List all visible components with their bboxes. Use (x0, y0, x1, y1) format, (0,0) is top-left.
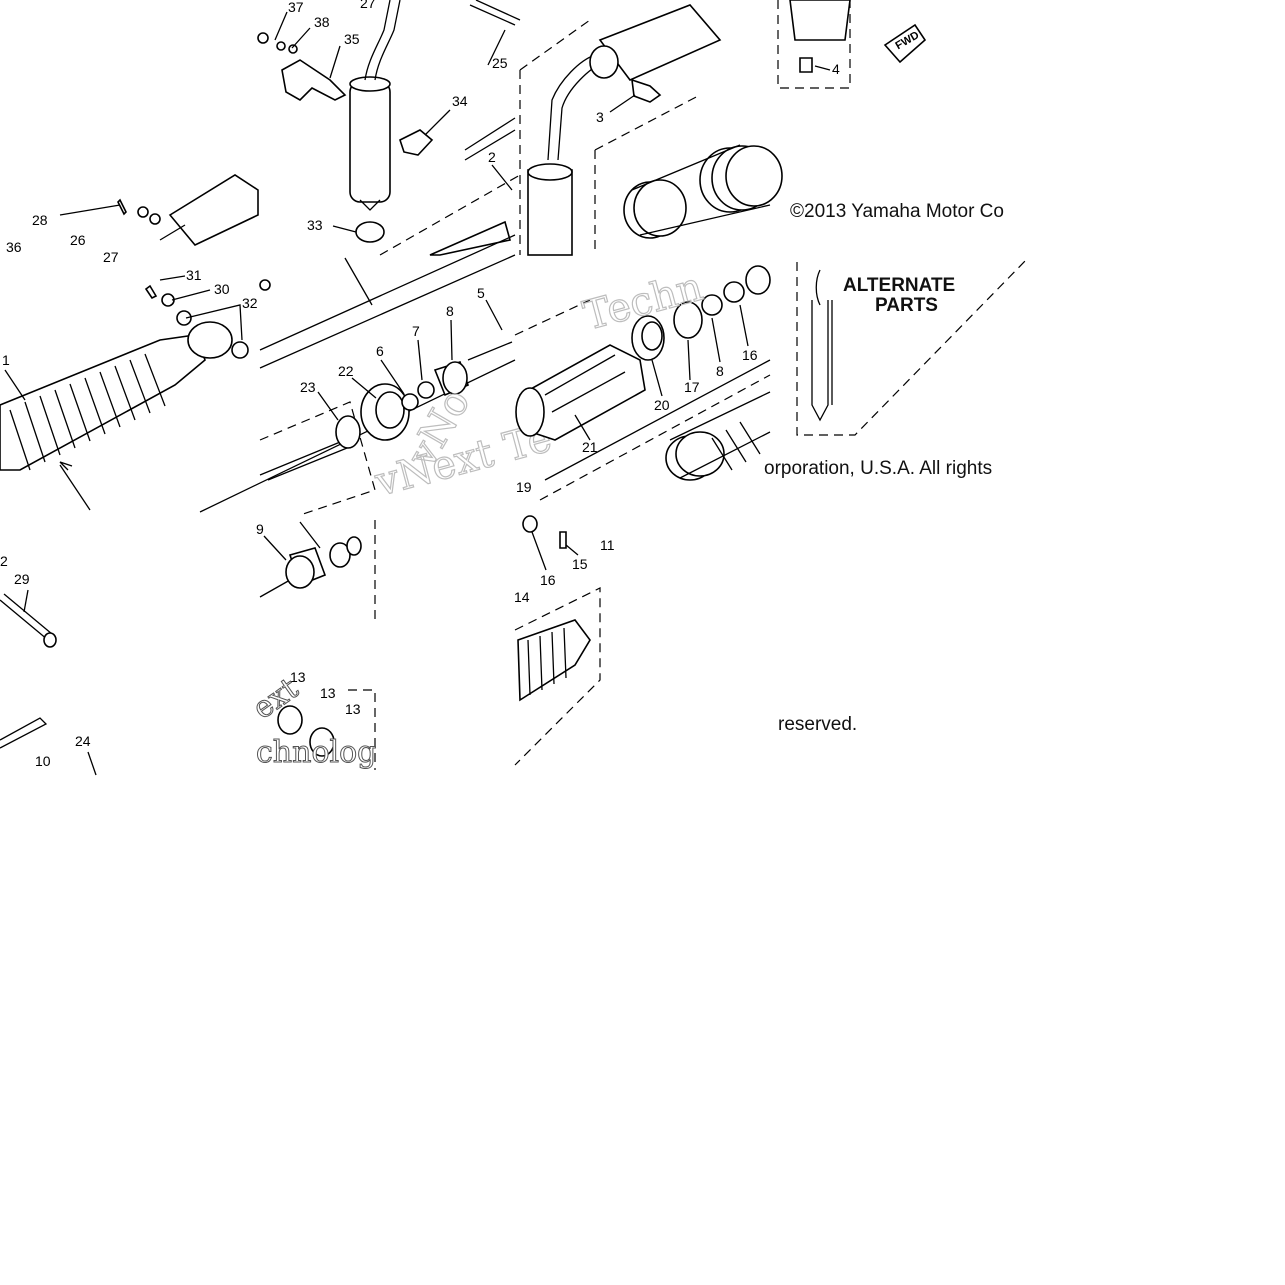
fwd-tag: FWD (883, 23, 927, 64)
callout-9: 9 (256, 521, 264, 537)
callout-27: 27 (360, 0, 376, 11)
callout-30: 30 (214, 281, 230, 297)
callout-35: 35 (344, 31, 360, 47)
tile-bottom-left: 2 29 24 10 (0, 553, 97, 776)
spring-lower (665, 391, 771, 481)
callout-2b: 2 (0, 553, 8, 569)
collar-21 (515, 344, 646, 441)
callout-16: 16 (742, 347, 758, 363)
callouts-center: 23 22 6 7 8 5 (300, 285, 485, 395)
callout-25: 25 (492, 55, 508, 71)
tile-center: 23 22 6 7 8 5 vNext Te vNo (199, 234, 557, 516)
tile-right: 20 17 8 16 21 19 Techn (514, 263, 771, 501)
callout-7: 7 (412, 323, 420, 339)
callout-22: 22 (338, 363, 354, 379)
callout-15: 15 (572, 556, 588, 572)
callout-8: 8 (446, 303, 454, 319)
callout-4: 4 (832, 61, 840, 77)
callout-16b: 16 (540, 572, 556, 588)
callout-19: 19 (516, 479, 532, 495)
callouts-bottom-left: 2 29 24 10 (0, 553, 91, 769)
callout-2: 2 (488, 149, 496, 165)
callout-6: 6 (376, 343, 384, 359)
callout-32: 32 (242, 295, 258, 311)
callout-26: 26 (70, 232, 86, 248)
alternate-parts-line-1: ALTERNATE (843, 275, 955, 296)
callout-8b: 8 (716, 363, 724, 379)
callout-14: 14 (514, 589, 530, 605)
callout-13a: 13 (290, 669, 306, 685)
callout-17: 17 (684, 379, 700, 395)
callout-29: 29 (14, 571, 30, 587)
callout-31: 31 (186, 267, 202, 283)
callout-34: 34 (452, 93, 468, 109)
tile-bottom-center: 9 13 13 13 chnolog ext (246, 520, 377, 771)
copyright-line-1: ©2013 Yamaha Motor Co (790, 201, 1004, 222)
callouts-right: 20 17 8 16 21 19 (516, 347, 758, 495)
callouts-top-left: 37 38 35 27 25 34 2 33 3 4 (288, 0, 840, 233)
callout-23: 23 (300, 379, 316, 395)
callout-13c: 13 (345, 701, 361, 717)
rubber-boot (0, 321, 233, 471)
reservoir-tank (349, 0, 401, 243)
callout-28: 28 (32, 212, 48, 228)
tile-left: 28 26 27 36 31 30 32 1 (0, 174, 271, 511)
copyright-line-2: orporation, U.S.A. All rights (764, 458, 992, 479)
callout-21: 21 (582, 439, 598, 455)
callout-5: 5 (477, 285, 485, 301)
callout-27b: 27 (103, 249, 119, 265)
callout-11: 11 (600, 537, 615, 553)
alternate-parts-line-2: PARTS (875, 295, 938, 316)
callout-1: 1 (2, 352, 10, 368)
tile-bottom-right: 16 15 11 14 (514, 515, 615, 766)
callout-3: 3 (596, 109, 604, 125)
callout-33: 33 (307, 217, 323, 233)
tile-top-left: FWD 37 38 35 27 25 34 2 33 3 4 ©2013 Yam… (257, 0, 1004, 256)
alternate-parts-box: ALTERNATE PARTS orporation, U.S.A. All r… (764, 257, 1029, 479)
callout-36: 36 (6, 239, 22, 255)
spring-upper (623, 144, 783, 239)
callouts-bottom-right: 16 15 11 14 (514, 537, 615, 605)
callout-37: 37 (288, 0, 304, 15)
callout-13b: 13 (320, 685, 336, 701)
shock-body-upper (527, 4, 722, 256)
copyright-line-3: reserved. (778, 714, 857, 735)
callout-10: 10 (35, 753, 51, 769)
callouts-bottom-center: 9 13 13 13 (256, 521, 361, 717)
callout-24: 24 (75, 733, 91, 749)
callouts-left: 28 26 27 36 31 30 32 1 (2, 212, 258, 368)
callout-20: 20 (654, 397, 670, 413)
callout-38: 38 (314, 14, 330, 30)
watermark-chnolog: chnolog (256, 735, 376, 770)
